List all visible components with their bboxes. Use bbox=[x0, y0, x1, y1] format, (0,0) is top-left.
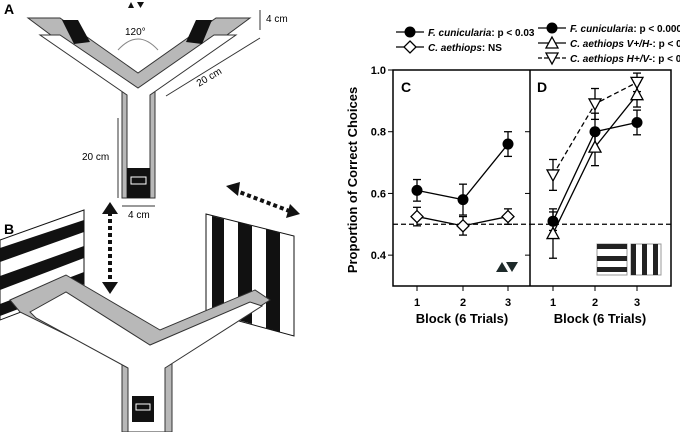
y-tick-label: 1.0 bbox=[371, 65, 386, 77]
x-tick-label: 1 bbox=[550, 297, 556, 309]
legend-entry: C. aethiops V+/H-: p < 0.01 bbox=[570, 39, 680, 50]
triangle-down-icon bbox=[137, 2, 144, 8]
x-tick-label: 2 bbox=[592, 297, 598, 309]
x-axis-label-c: Block (6 Trials) bbox=[416, 311, 508, 326]
data-point bbox=[631, 116, 643, 128]
x-tick-label: 2 bbox=[460, 297, 466, 309]
data-point bbox=[502, 138, 514, 150]
legend-entry: C. aethiops H+/V-: p < 0.05 bbox=[570, 54, 680, 65]
stem-width-label: 4 cm bbox=[128, 210, 150, 221]
y-maze-top-view: 120° 4 cm 20 cm 20 cm 4 cm bbox=[26, 2, 288, 221]
data-point bbox=[545, 226, 561, 240]
data-point bbox=[501, 209, 515, 224]
arm-width-label: 4 cm bbox=[266, 14, 288, 25]
panel-label-d: D bbox=[537, 79, 547, 95]
triangle-up-icon bbox=[128, 2, 134, 8]
y-axis-label: Proportion of Correct Choices bbox=[345, 87, 360, 273]
stripe-stimuli-icon bbox=[596, 243, 662, 276]
open-diamond-icon bbox=[403, 40, 417, 54]
legend-panel-d: F. cunicularia: p < 0.0001 C. aethiops V+… bbox=[538, 22, 680, 66]
data-point bbox=[547, 215, 559, 227]
data-point bbox=[587, 139, 603, 153]
panel-label-c: C bbox=[401, 79, 411, 95]
data-point bbox=[587, 98, 603, 112]
data-point bbox=[411, 184, 423, 196]
y-tick-label: 0.6 bbox=[371, 188, 386, 200]
data-point bbox=[629, 87, 645, 101]
plot-frame bbox=[392, 69, 672, 287]
y-maze-perspective bbox=[0, 182, 300, 432]
data-point bbox=[589, 126, 601, 138]
x-tick-label: 1 bbox=[414, 297, 420, 309]
x-axis-label-d: Block (6 Trials) bbox=[554, 311, 646, 326]
legend-species: C. aethiops H+/V- bbox=[570, 54, 653, 65]
open-triangle-up-icon bbox=[544, 35, 560, 49]
stem-length-label: 20 cm bbox=[82, 152, 109, 163]
data-point bbox=[456, 218, 470, 233]
legend-stat: : p < 0.01 bbox=[653, 39, 680, 50]
legend-stat: : p < 0.0001 bbox=[633, 24, 680, 35]
legend-species: C. aethiops bbox=[428, 43, 482, 54]
legend-stat: : p < 0.05 bbox=[652, 54, 680, 65]
data-point bbox=[545, 169, 561, 183]
panel-label-b: B bbox=[4, 221, 14, 237]
legend-entry: F. cunicularia: p < 0.03 bbox=[428, 28, 535, 39]
legend-species: F. cunicularia bbox=[570, 24, 634, 35]
triangle-down-icon bbox=[506, 262, 518, 272]
start-box bbox=[127, 168, 150, 198]
horizontal-motion-arrow bbox=[233, 188, 293, 214]
legend-panel-c: F. cunicularia: p < 0.03 C. aethiops: NS bbox=[396, 26, 535, 54]
y-tick-label: 0.8 bbox=[371, 127, 386, 139]
panel-label-a: A bbox=[4, 1, 14, 17]
legend-stat: : p < 0.03 bbox=[491, 28, 535, 39]
legend-species: C. aethiops V+/H- bbox=[570, 39, 653, 50]
data-point bbox=[457, 194, 469, 206]
data-point bbox=[629, 76, 645, 90]
stimulus-left bbox=[62, 20, 90, 44]
y-tick-label: 0.4 bbox=[371, 250, 387, 262]
x-tick-label: 3 bbox=[634, 297, 640, 309]
filled-circle-icon bbox=[546, 22, 558, 34]
angle-label: 120° bbox=[125, 27, 146, 38]
open-triangle-down-icon bbox=[544, 52, 560, 66]
x-tick-label: 3 bbox=[505, 297, 511, 309]
legend-entry: C. aethiops: NS bbox=[428, 43, 502, 54]
filled-circle-icon bbox=[404, 26, 416, 38]
data-point bbox=[410, 209, 424, 224]
stimulus-right bbox=[186, 20, 212, 44]
legend-species: F. cunicularia bbox=[428, 28, 492, 39]
chart-area: 0.4 0.6 0.8 1.0 1 2 3 1 2 3 bbox=[371, 65, 672, 309]
legend-entry: F. cunicularia: p < 0.0001 bbox=[570, 24, 680, 35]
legend-stat: : NS bbox=[482, 43, 502, 54]
triangle-up-icon bbox=[496, 262, 508, 272]
